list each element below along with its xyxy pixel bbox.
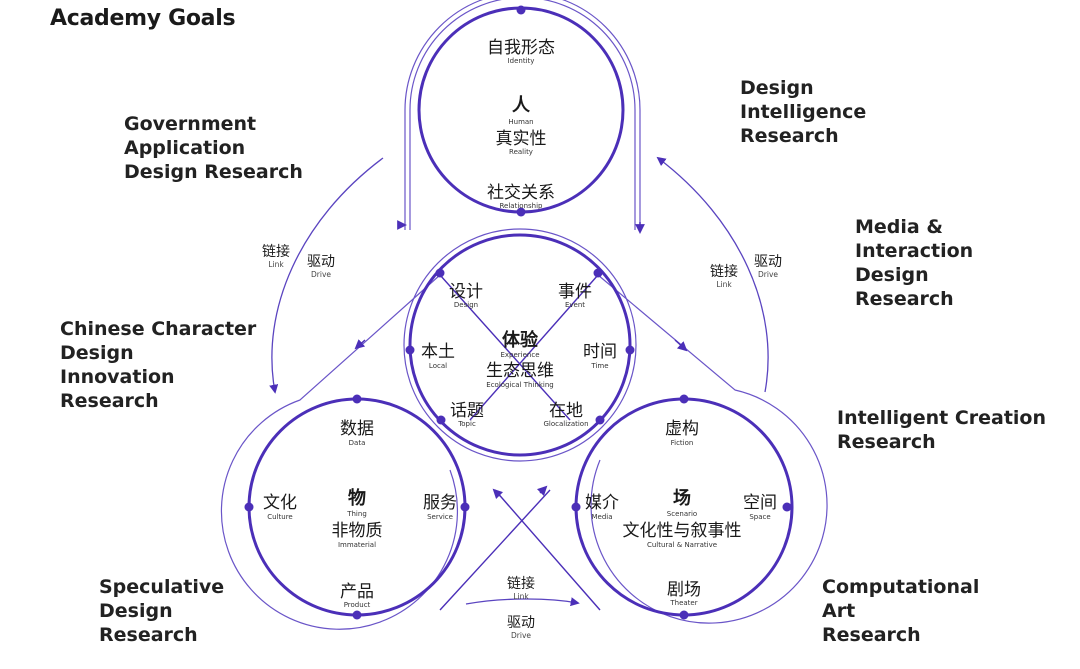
flow-left-drive-zh: 驱动 (307, 254, 335, 270)
flow-left-link-en: Link (268, 260, 284, 269)
human-bottom-zh: 社交关系 (487, 183, 555, 203)
human-center-zh: 人 (512, 95, 531, 116)
area-label-design-intelligence: Design Intelligence Research (740, 77, 867, 147)
experience-bottom-left-en: Topic (457, 420, 476, 428)
thing-bottom-en: Product (344, 601, 371, 609)
track-arrow-left (354, 339, 366, 350)
experience-circle-outer (403, 228, 637, 462)
thing-center-en: Thing (346, 510, 367, 518)
connector-lower-left (494, 489, 601, 611)
thing-top-en: Data (349, 439, 366, 447)
scenario-bottom-zh: 剧场 (667, 580, 701, 600)
scenario-top-zh: 虚构 (665, 419, 699, 439)
experience-center-en: Experience (500, 351, 539, 359)
scenario-sub-en: Cultural & Narrative (647, 541, 717, 549)
scenario-bottom-en: Theater (669, 599, 697, 607)
experience-bottom-right-en: Glocalization (543, 420, 588, 428)
thing-left-zh: 文化 (263, 493, 297, 513)
outer-track-top (404, 0, 641, 230)
thing-sub-en: Immaterial (338, 541, 376, 549)
area-label-speculative: Speculative Design Research (99, 576, 225, 646)
experience-top-left-en: Design (454, 301, 478, 309)
human-sub-zh: 真实性 (496, 129, 547, 149)
thing-left-en: Culture (267, 513, 292, 521)
scenario-right-en: Space (749, 513, 770, 521)
flow-bottom-link-zh: 链接 (507, 575, 535, 592)
experience-left-en: Local (429, 362, 447, 370)
experience-top-right-en: Event (565, 301, 585, 309)
thing-right-zh: 服务 (423, 493, 457, 513)
experience-right-en: Time (590, 362, 608, 370)
scenario-left-zh: 媒介 (585, 493, 619, 513)
flow-arrow-right (656, 156, 769, 393)
human-center-en: Human (508, 118, 533, 126)
human-bottom-en: Relationship (500, 202, 544, 210)
flow-right-link-zh: 链接 (710, 263, 738, 280)
experience-bottom-right-zh: 在地 (549, 401, 583, 421)
experience-circle (408, 233, 632, 457)
experience-top-left-zh: 设计 (449, 282, 483, 302)
flow-bottom-link-en: Link (513, 592, 529, 601)
experience-top-right-zh: 事件 (558, 282, 592, 302)
experience-left-zh: 本土 (421, 342, 455, 362)
flow-arrow-left (269, 157, 384, 394)
thing-bottom-zh: 产品 (340, 582, 374, 602)
connector-lower-right (439, 489, 551, 611)
experience-bottom-left-zh: 话题 (450, 401, 484, 421)
outer-track-top-inner (409, 0, 636, 230)
thing-sub-zh: 非物质 (332, 521, 383, 541)
track-arrow-mid-right (536, 485, 548, 497)
flow-left-drive-en: Drive (311, 270, 331, 279)
human-sub-en: Reality (509, 148, 533, 156)
experience-center-zh: 体验 (502, 329, 539, 351)
thing-center-zh: 物 (348, 487, 366, 509)
connector-left-diagonal (439, 274, 571, 421)
flow-right-drive-en: Drive (758, 270, 778, 279)
flow-right-drive-zh: 驱动 (754, 254, 782, 270)
human-top-en: Identity (508, 57, 535, 65)
thing-top-zh: 数据 (340, 419, 374, 439)
flow-bottom-drive-en: Drive (511, 631, 531, 640)
thing-right-en: Service (427, 513, 453, 521)
area-label-intelligent-creation: Intelligent Creation Research (837, 407, 1047, 453)
connector-right-diagonal (469, 274, 599, 421)
scenario-sub-zh: 文化性与叙事性 (623, 521, 742, 541)
experience-right-zh: 时间 (583, 342, 617, 362)
outer-track-left (220, 274, 458, 630)
area-label-computational-art: Computational Art Research (822, 576, 980, 646)
scenario-right-zh: 空间 (743, 493, 777, 513)
scenario-left-en: Media (591, 513, 612, 521)
human-top-zh: 自我形态 (487, 38, 555, 58)
experience-sub-zh: 生态思维 (486, 361, 554, 381)
area-label-media-interaction: Media & Interaction Design Research (855, 216, 974, 310)
experience-sub-en: Ecological Thinking (486, 381, 553, 389)
page-title: Academy Goals (50, 6, 236, 31)
scenario-center-zh: 场 (673, 488, 691, 509)
flow-left-link-zh: 链接 (262, 243, 290, 260)
flow-bottom-drive-zh: 驱动 (507, 615, 535, 631)
ring-dots (244, 5, 792, 620)
scenario-top-en: Fiction (671, 439, 694, 447)
track-arrow-right (674, 339, 688, 352)
flow-right-link-en: Link (716, 280, 732, 289)
track-arrow-mid-left (492, 488, 504, 500)
area-label-chinese-character: Chinese Character Design Innovation Rese… (60, 318, 257, 412)
flow-arrow-bottom (465, 597, 580, 607)
area-label-government: Government Application Design Research (124, 113, 303, 183)
scenario-center-en: Scenario (667, 510, 697, 518)
outer-track-right (590, 274, 828, 624)
